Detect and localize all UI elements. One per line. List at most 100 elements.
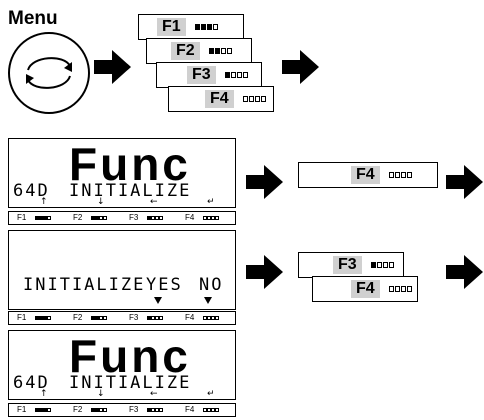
function-key-card-f1: F1 <box>138 14 244 40</box>
filled-square-icon <box>35 316 39 320</box>
key-f1[interactable]: F1 <box>17 213 27 222</box>
empty-square-icon <box>401 286 406 292</box>
function-key-card-f2: F2 <box>146 38 252 64</box>
empty-square-icon <box>151 216 155 220</box>
function-key-label: F1 <box>157 18 186 36</box>
empty-square-icon <box>47 408 51 412</box>
empty-square-icon <box>99 408 103 412</box>
empty-square-icon <box>211 408 215 412</box>
function-key-label: F4 <box>351 166 380 184</box>
filled-square-icon <box>43 408 47 412</box>
indicator-up: ↑ <box>40 389 48 399</box>
empty-square-icon <box>243 96 248 102</box>
filled-square-icon <box>147 316 151 320</box>
filled-square-icon <box>195 24 200 30</box>
arrow-right-icon <box>94 50 131 84</box>
filled-square-icon <box>39 316 43 320</box>
empty-square-icon <box>155 408 159 412</box>
empty-square-icon <box>261 96 266 102</box>
filled-square-icon <box>39 408 43 412</box>
lcd-display-func: Func 64D INITIALIZE ↑ ↓ ← ↵ <box>8 138 236 208</box>
key-f3[interactable]: F3 <box>129 313 139 322</box>
function-key-card-f3: F3 <box>298 252 404 278</box>
filled-square-icon <box>95 408 99 412</box>
empty-square-icon <box>231 72 236 78</box>
func-text: Func <box>69 138 191 190</box>
function-key-card-f4: F4 <box>312 276 418 302</box>
empty-square-icon <box>215 408 219 412</box>
function-key-label: F4 <box>205 90 234 108</box>
key-f2[interactable]: F2 <box>73 405 83 414</box>
empty-square-icon <box>401 172 406 178</box>
filled-square-icon <box>35 408 39 412</box>
function-key-card-f3: F3 <box>156 62 262 88</box>
empty-square-icon <box>211 316 215 320</box>
key-f2[interactable]: F2 <box>73 213 83 222</box>
function-key-bar: F1 F2 F3 F4 <box>8 403 236 417</box>
empty-square-icon <box>103 408 107 412</box>
filled-square-icon <box>91 408 95 412</box>
key-f3[interactable]: F3 <box>129 405 139 414</box>
arrow-right-icon <box>246 165 283 199</box>
function-key-label: F4 <box>351 280 380 298</box>
filled-square-icon <box>207 24 212 30</box>
empty-square-icon <box>159 216 163 220</box>
indicator-enter: ↵ <box>207 389 215 399</box>
empty-square-icon <box>151 316 155 320</box>
empty-square-icon <box>215 316 219 320</box>
filled-square-icon <box>43 216 47 220</box>
filled-square-icon <box>95 316 99 320</box>
key-f4[interactable]: F4 <box>185 313 195 322</box>
filled-square-icon <box>43 316 47 320</box>
empty-square-icon <box>159 316 163 320</box>
function-key-bar: F1 F2 F3 F4 <box>8 311 236 325</box>
yes-option[interactable]: YES <box>146 275 183 295</box>
no-option[interactable]: NO <box>199 275 224 295</box>
key-f2[interactable]: F2 <box>73 313 83 322</box>
empty-square-icon <box>155 216 159 220</box>
key-f1[interactable]: F1 <box>17 313 27 322</box>
filled-square-icon <box>371 262 376 268</box>
empty-square-icon <box>377 262 382 268</box>
function-key-label: F3 <box>333 256 362 274</box>
rotate-arrows-icon[interactable] <box>8 32 90 114</box>
empty-square-icon <box>255 96 260 102</box>
empty-square-icon <box>243 72 248 78</box>
key-f4[interactable]: F4 <box>185 213 195 222</box>
function-key-card-f4: F4 <box>298 162 438 188</box>
function-key-label: F3 <box>187 66 216 84</box>
filled-square-icon <box>91 316 95 320</box>
filled-square-icon <box>147 408 151 412</box>
empty-square-icon <box>203 408 207 412</box>
func-text: Func <box>69 330 191 382</box>
no-indicator-icon <box>204 297 212 304</box>
confirm-text: INITIALIZE <box>23 275 146 295</box>
menu-label: Menu <box>8 8 58 29</box>
indicator-up: ↑ <box>40 197 48 207</box>
empty-square-icon <box>407 286 412 292</box>
key-f1[interactable]: F1 <box>17 405 27 414</box>
key-f4[interactable]: F4 <box>185 405 195 414</box>
indicator-left: ← <box>150 389 158 399</box>
arrow-right-icon <box>446 165 483 199</box>
filled-square-icon <box>209 48 214 54</box>
filled-square-icon <box>95 216 99 220</box>
empty-square-icon <box>383 262 388 268</box>
empty-square-icon <box>159 408 163 412</box>
empty-square-icon <box>155 316 159 320</box>
empty-square-icon <box>151 408 155 412</box>
yes-indicator-icon <box>154 297 162 304</box>
key-f3[interactable]: F3 <box>129 213 139 222</box>
indicator-left: ← <box>150 197 158 207</box>
filled-square-icon <box>225 72 230 78</box>
empty-square-icon <box>211 216 215 220</box>
function-key-bar: F1 F2 F3 F4 <box>8 211 236 225</box>
empty-square-icon <box>237 72 242 78</box>
filled-square-icon <box>91 216 95 220</box>
empty-square-icon <box>207 408 211 412</box>
menu-item-text: INITIALIZE <box>69 373 192 393</box>
empty-square-icon <box>407 172 412 178</box>
menu-code: 64D <box>13 181 50 201</box>
empty-square-icon <box>389 286 394 292</box>
empty-square-icon <box>249 96 254 102</box>
